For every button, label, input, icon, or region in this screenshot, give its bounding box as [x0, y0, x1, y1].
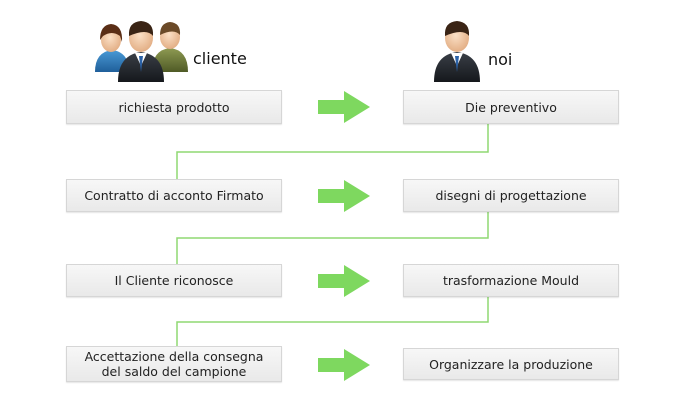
connector-3 — [176, 297, 489, 346]
arrow-4 — [318, 349, 370, 381]
us-step-4: Organizzare la produzione — [403, 348, 619, 380]
step-arrows — [318, 91, 370, 381]
us-step-2: disegni di progettazione — [403, 179, 619, 212]
client-label: cliente — [193, 49, 247, 68]
us-step-3: trasformazione Mould — [403, 264, 619, 297]
client-step-3: Il Cliente riconosce — [66, 264, 282, 297]
connector-2 — [176, 211, 489, 264]
person-icon — [434, 21, 480, 82]
client-group-icon — [95, 21, 188, 82]
arrow-3 — [318, 265, 370, 297]
client-step-2: Contratto di acconto Firmato — [66, 179, 282, 212]
client-step-1: richiesta prodotto — [66, 90, 282, 124]
arrow-2 — [318, 180, 370, 212]
us-label: noi — [488, 50, 513, 69]
us-step-1: Die preventivo — [403, 90, 619, 124]
client-step-4: Accettazione della consegna del saldo de… — [66, 346, 282, 382]
connectors — [176, 124, 489, 346]
arrow-1 — [318, 91, 370, 123]
connector-1 — [176, 124, 489, 179]
